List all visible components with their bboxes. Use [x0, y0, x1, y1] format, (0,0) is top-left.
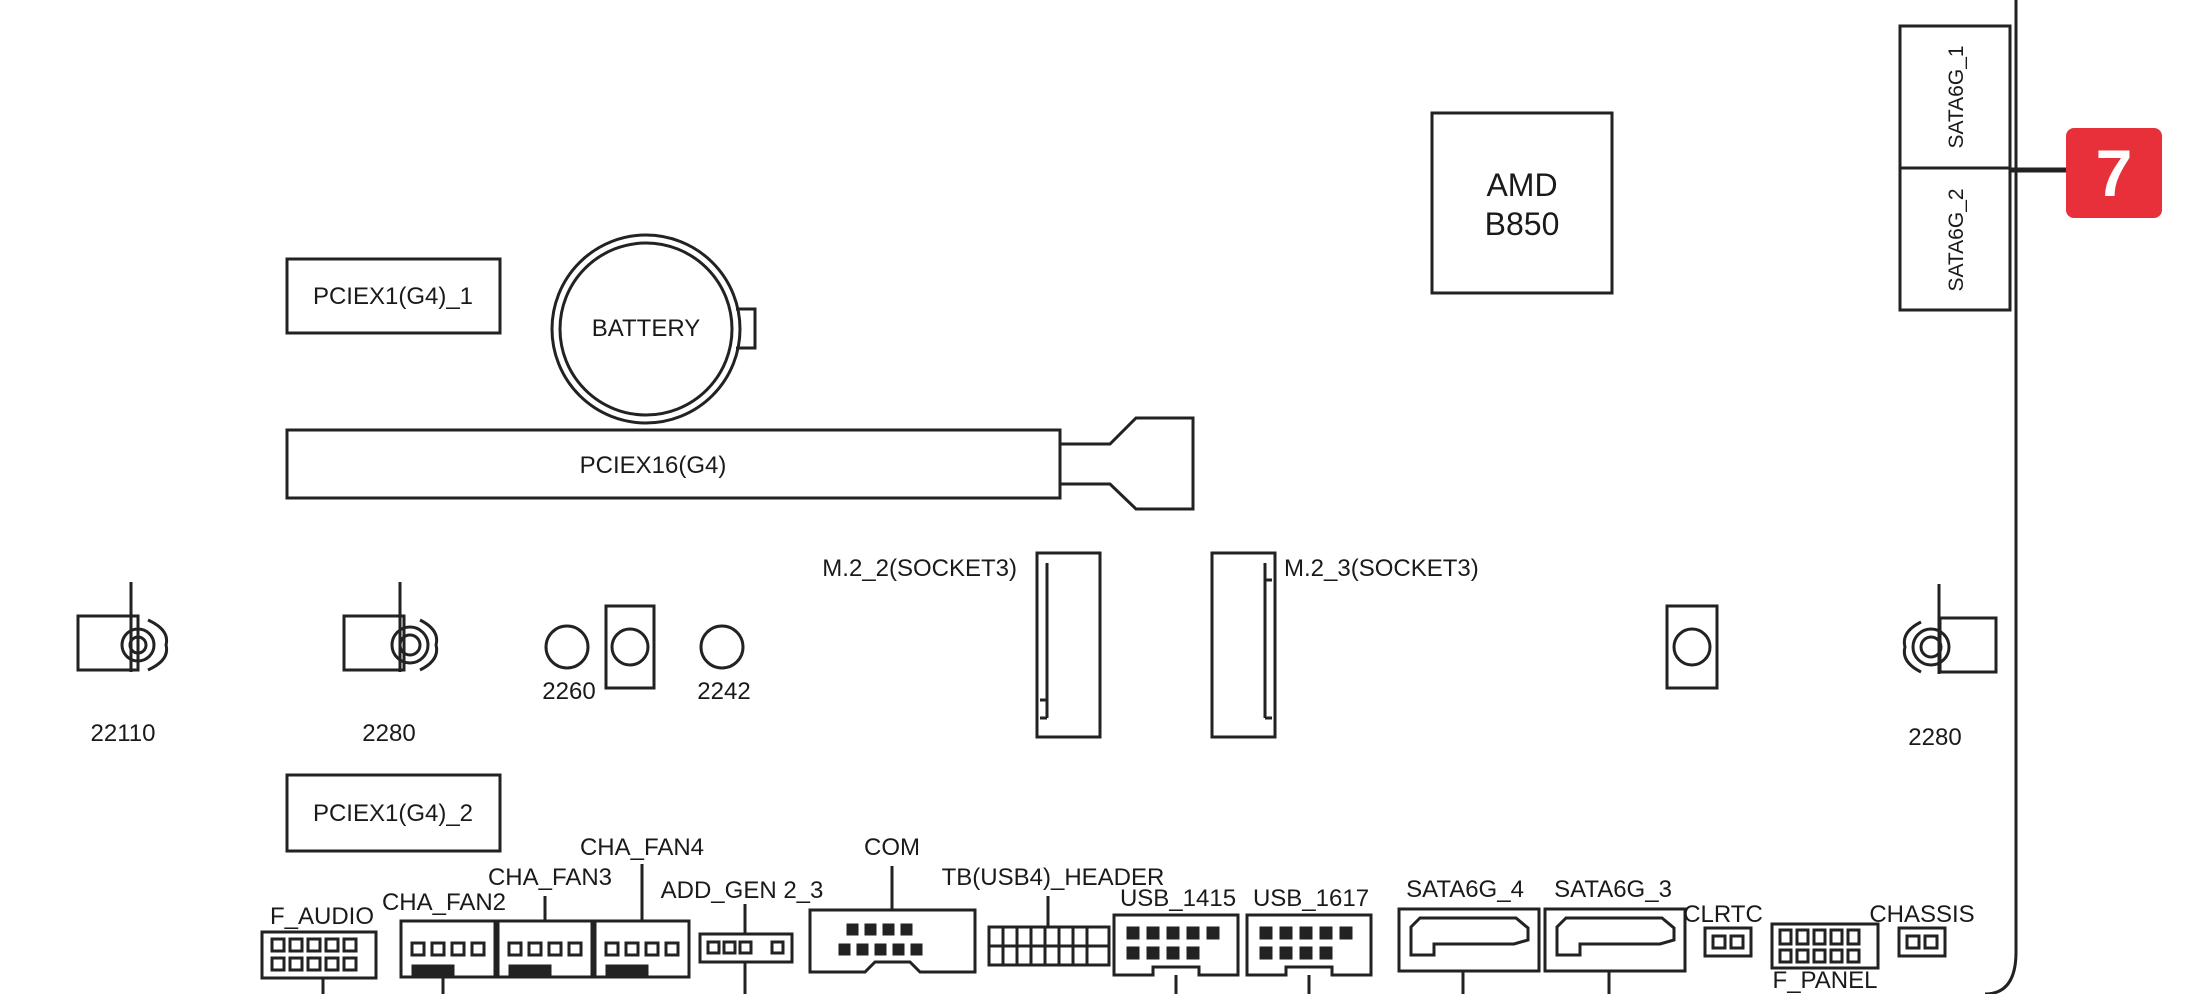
standoff-mount-right [1665, 604, 1719, 690]
chipset-label-line2: B850 [1485, 206, 1560, 242]
standoff-2260-label: 2260 [542, 678, 595, 705]
standoff-2280-left-label: 2280 [362, 720, 415, 747]
standoff-2280-right-label: 2280 [1908, 724, 1961, 751]
standoff-22110-icon [76, 582, 169, 672]
standoff-screw-mount [604, 604, 656, 690]
board-edge [1984, 0, 2018, 994]
cha-fan3-label: CHA_FAN3 [488, 864, 612, 891]
m2-socket-3 [1210, 551, 1277, 739]
com-header [808, 866, 977, 974]
m2-3-label: M.2_3(SOCKET3) [1284, 555, 1479, 582]
usb-1415-label: USB_1415 [1120, 885, 1236, 912]
cha-fan4-header [593, 864, 691, 979]
battery-label: BATTERY [592, 315, 700, 342]
pciex16-slot [285, 416, 1195, 511]
sata6g-4-label: SATA6G_4 [1406, 876, 1524, 903]
usb-1415-header [1112, 913, 1240, 994]
usb-1617-header [1245, 913, 1373, 994]
tb-usb4-header-label: TB(USB4)_HEADER [942, 864, 1165, 891]
m2-2-label: M.2_2(SOCKET3) [822, 555, 1017, 582]
standoff-2242-hole [699, 624, 745, 670]
sata6g-2-label: SATA6G_2 [1945, 188, 1968, 291]
callout-number: 7 [2095, 136, 2133, 210]
chipset-label-line1: AMD [1486, 167, 1557, 203]
com-label: COM [864, 834, 920, 861]
clrtc-label: CLRTC [1683, 901, 1763, 928]
cha-fan2-header [399, 919, 497, 994]
sata6g-3-port [1543, 907, 1687, 994]
add-gen-header [698, 904, 794, 994]
standoff-2280-right-icon [1902, 584, 1998, 674]
battery-holder [550, 233, 757, 425]
f-audio-header [260, 930, 378, 994]
standoff-2260-hole [544, 624, 590, 670]
sata6g-4-port [1397, 907, 1541, 994]
pciex1-slot-2 [285, 773, 502, 853]
f-panel-label: F_PANEL [1773, 967, 1878, 994]
tb-usb4-header [987, 896, 1111, 967]
sata-top-connector [1898, 24, 2012, 312]
usb-1617-label: USB_1617 [1253, 885, 1369, 912]
clrtc-jumper [1703, 926, 1753, 958]
pciex1-2-label: PCIEX1(G4)_2 [313, 800, 473, 827]
f-audio-label: F_AUDIO [270, 903, 374, 930]
sata6g-3-label: SATA6G_3 [1554, 876, 1672, 903]
pciex1-slot-1 [285, 257, 502, 335]
cha-fan4-label: CHA_FAN4 [580, 834, 704, 861]
cha-fan3-header [496, 896, 594, 979]
standoff-2242-label: 2242 [697, 678, 750, 705]
cha-fan2-label: CHA_FAN2 [382, 889, 506, 916]
chassis-header [1897, 926, 1947, 958]
pciex16-label: PCIEX16(G4) [580, 452, 727, 479]
chipset-chip [1430, 111, 1614, 295]
sata6g-1-label: SATA6G_1 [1945, 45, 1968, 148]
pciex1-1-label: PCIEX1(G4)_1 [313, 283, 473, 310]
m2-socket-2 [1035, 551, 1102, 739]
standoff-22110-label: 22110 [91, 720, 156, 747]
f-panel-header [1770, 922, 1880, 970]
add-gen-label: ADD_GEN 2_3 [661, 877, 824, 904]
chassis-label: CHASSIS [1869, 901, 1974, 928]
callout-badge: 7 [2066, 128, 2162, 218]
standoff-2280-left-icon [342, 582, 439, 672]
